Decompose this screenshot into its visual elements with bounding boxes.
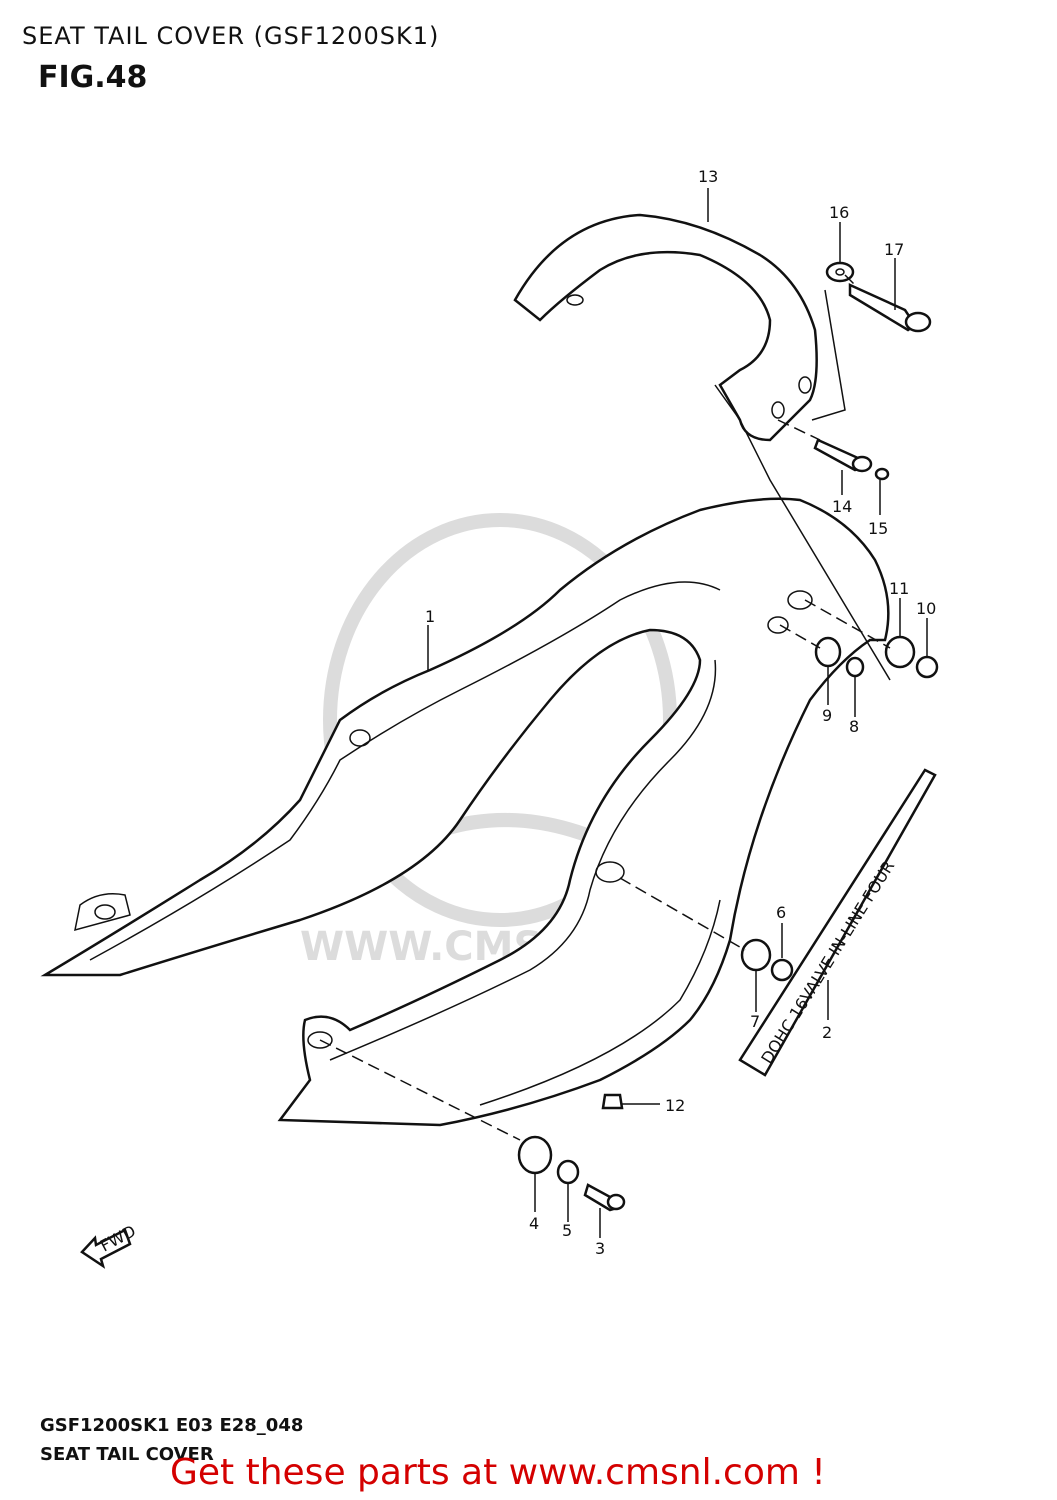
washer-15 [874,467,890,481]
callout-8: 8 [849,717,859,736]
cushion-7 [740,938,772,972]
cushion-11 [884,635,916,669]
callout-12: 12 [665,1096,685,1115]
callout-15: 15 [868,519,888,538]
callout-7: 7 [750,1012,760,1031]
bolt-14 [813,438,873,473]
callout-14: 14 [832,497,852,516]
callout-2: 2 [822,1023,832,1042]
grab-rail [513,213,818,442]
cushion-9 [814,636,842,668]
callout-3: 3 [595,1239,605,1258]
figure-number: FIG.48 [38,60,148,95]
screw-3 [583,1183,626,1212]
callout-6: 6 [776,903,786,922]
page-title: SEAT TAIL COVER (GSF1200SK1) [22,22,440,50]
collar-10 [915,655,939,679]
cushion-4 [517,1135,553,1175]
bolt-17 [848,283,932,333]
collar-8 [845,656,865,678]
callout-4: 4 [529,1214,539,1233]
callout-10: 10 [916,599,936,618]
diagram-name: SEAT TAIL COVER [40,1444,214,1465]
callout-13: 13 [698,167,718,186]
callout-11: 11 [889,579,909,598]
seat-tail-cover [40,497,890,1127]
decal-emblem: DOHC 16VALVE IN-LINE FOUR [738,768,937,1077]
collar-6 [770,958,794,982]
callout-5: 5 [562,1221,572,1240]
fwd-arrow-icon: FWD [80,1221,139,1269]
diagram-code: GSF1200SK1 E03 E28_048 [40,1415,304,1436]
callout-1: 1 [425,607,435,626]
promo-link[interactable]: Get these parts at www.cmsnl.com ! [170,1452,826,1493]
collar-5 [556,1159,580,1185]
callout-17: 17 [884,240,904,259]
clip-12 [601,1093,624,1110]
callout-16: 16 [829,203,849,222]
callout-9: 9 [822,706,832,725]
